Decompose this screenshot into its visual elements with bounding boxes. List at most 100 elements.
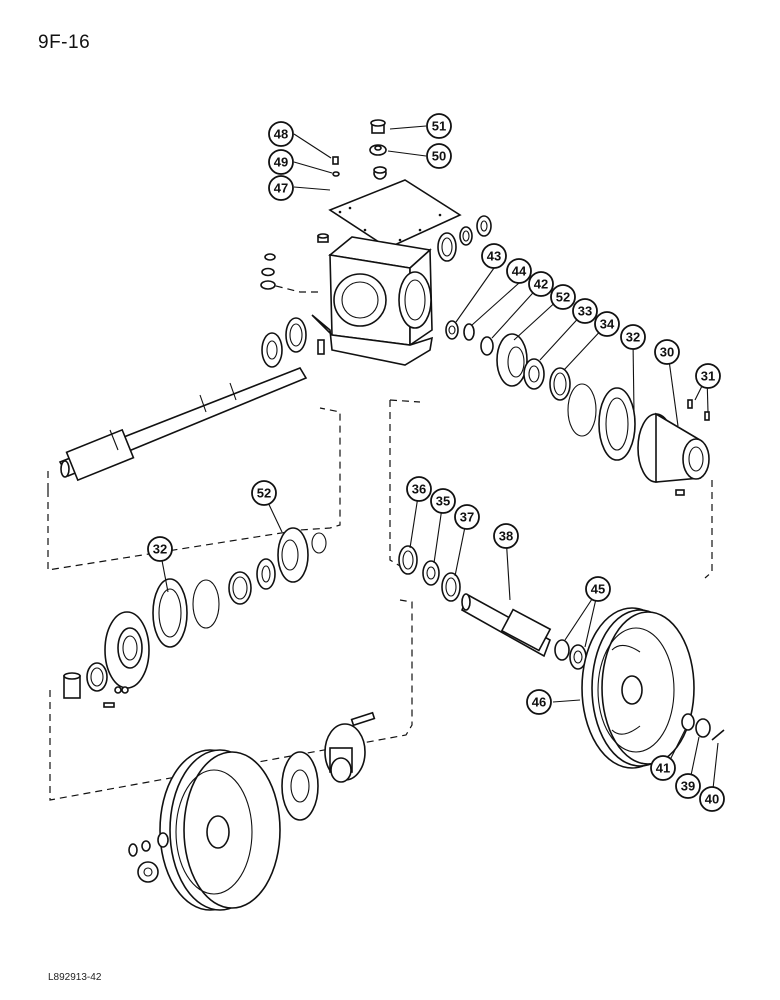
callout-52-left: 52 (251, 480, 277, 506)
callout-38: 38 (493, 523, 519, 549)
cover-bolt-48 (332, 156, 339, 165)
callout-43: 43 (481, 243, 507, 269)
bearing-cone-35 (422, 560, 440, 586)
o-ring-left (192, 579, 220, 629)
o-ring-34 (567, 383, 597, 437)
callout-label: 46 (532, 695, 546, 710)
plug-washer-50 (369, 144, 387, 156)
bearing-cover-left (104, 611, 150, 689)
shim-44 (463, 323, 475, 341)
callout-48: 48 (268, 121, 294, 147)
callout-label: 52 (257, 486, 271, 501)
callout-label: 37 (460, 510, 474, 525)
bevel-gear-52-left (277, 527, 309, 583)
figure-code: L892913-42 (48, 972, 102, 983)
hub-plate (281, 751, 319, 821)
spacers-45 (554, 639, 587, 670)
bearing-cone-left (256, 558, 276, 590)
callout-label: 44 (512, 264, 527, 279)
callout-45: 45 (585, 576, 611, 602)
callout-51: 51 (426, 113, 452, 139)
bearing-cup-33 (549, 367, 571, 401)
shaft-bearing-left (261, 332, 283, 368)
callout-34: 34 (594, 311, 620, 337)
main-shaft (58, 367, 308, 482)
gasket-32-left (152, 578, 188, 648)
callout-label: 40 (705, 792, 719, 807)
seal-left (86, 662, 108, 692)
callout-46: 46 (526, 689, 552, 715)
bearing-cover-30 (637, 412, 710, 483)
callout-35: 35 (430, 488, 456, 514)
bearing-cup-left (228, 571, 252, 605)
callout-47: 47 (268, 175, 294, 201)
bottom-nuts (128, 832, 169, 883)
callout-label: 39 (681, 779, 695, 794)
breather-plug-51 (370, 119, 386, 134)
pulley-46 (581, 607, 695, 769)
output-shaft-38 (460, 593, 552, 658)
dashed-boundaries (47, 284, 713, 801)
shaft-cup-left (285, 317, 307, 353)
callout-label: 35 (436, 494, 450, 509)
snap-ring-left (311, 532, 327, 554)
callout-label: 30 (660, 345, 674, 360)
callout-44: 44 (506, 258, 532, 284)
bearing-cone-52 (523, 358, 545, 390)
top-bearing (476, 215, 492, 237)
callout-41: 41 (650, 755, 676, 781)
callout-32-top: 32 (620, 324, 646, 350)
top-seal (437, 232, 457, 262)
callout-label: 49 (274, 155, 288, 170)
callout-42: 42 (528, 271, 554, 297)
washer-42 (480, 336, 494, 356)
callout-49: 49 (268, 149, 294, 175)
callout-label: 32 (153, 542, 167, 557)
callout-40: 40 (699, 786, 725, 812)
spacer-left (63, 672, 81, 699)
callout-label: 41 (656, 761, 670, 776)
bevel-gear-top (496, 333, 528, 387)
cotter-pin-40 (711, 729, 725, 741)
callout-label: 50 (432, 149, 446, 164)
callout-52-top: 52 (550, 284, 576, 310)
callout-label: 34 (600, 317, 615, 332)
callout-33: 33 (572, 298, 598, 324)
callout-37: 37 (454, 504, 480, 530)
callout-label: 43 (487, 249, 501, 264)
callout-label: 48 (274, 127, 288, 142)
page-number: 9F-16 (38, 32, 91, 53)
callout-32-left: 32 (147, 536, 173, 562)
callout-label: 36 (412, 482, 426, 497)
gearbox-housing (311, 233, 434, 366)
callout-label: 45 (591, 582, 605, 597)
callout-label: 47 (274, 181, 288, 196)
housing-nuts (260, 253, 276, 290)
washer-41 (681, 713, 695, 731)
bottom-pulley (159, 749, 281, 911)
callout-39: 39 (675, 773, 701, 799)
callout-label: 33 (578, 304, 592, 319)
top-washer (459, 226, 473, 246)
slotted-nut-39 (695, 718, 711, 738)
callout-label: 31 (701, 369, 715, 384)
shim-43 (445, 320, 459, 340)
callout-label: 52 (556, 290, 570, 305)
cover-bolts-left (103, 686, 129, 708)
callout-label: 38 (499, 529, 513, 544)
callout-50: 50 (426, 143, 452, 169)
callout-36: 36 (406, 476, 432, 502)
seal-37 (441, 572, 461, 602)
callout-31: 31 (695, 363, 721, 389)
hub-bolt (350, 711, 376, 727)
callout-label: 42 (534, 277, 548, 292)
callout-label: 32 (626, 330, 640, 345)
bearing-cup-36 (398, 545, 418, 575)
callout-label: 51 (432, 119, 446, 134)
cover-bolts-31 (675, 399, 710, 496)
gasket-32-top (598, 387, 636, 461)
cover-washer-49 (332, 171, 340, 177)
flange-hub (324, 723, 366, 783)
